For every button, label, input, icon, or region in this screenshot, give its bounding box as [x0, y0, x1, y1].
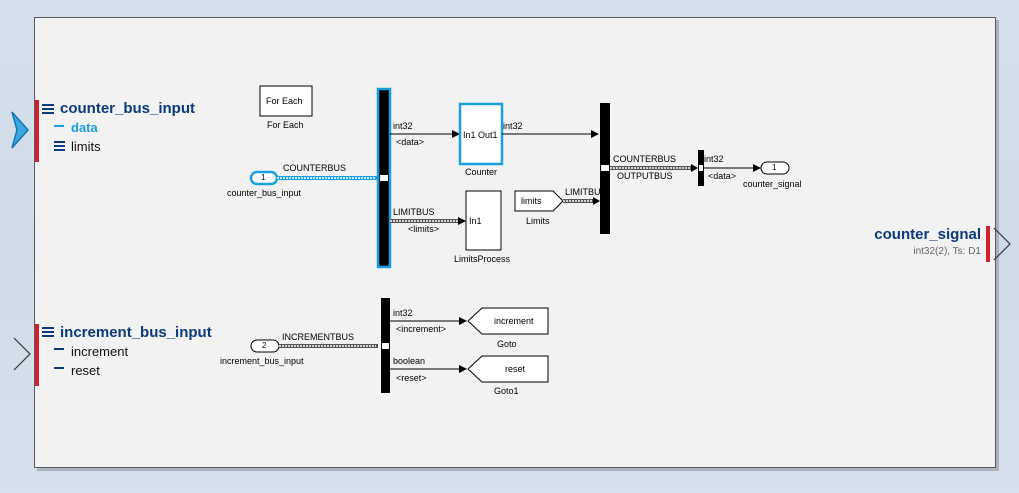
inport-1-element-data[interactable]: data	[71, 120, 98, 135]
bus-icon	[54, 141, 65, 151]
outport-info: int32(2), Ts: D1	[913, 246, 981, 257]
signal-label-boolean: boolean	[393, 356, 426, 366]
inport-2-caption: increment_bus_input	[220, 356, 304, 366]
outport-bar	[986, 226, 990, 262]
inport-2-name[interactable]: increment_bus_input	[60, 324, 212, 341]
limits-process-in-label: In1	[469, 216, 482, 226]
signal-label-limits: <limits>	[408, 224, 440, 234]
inport-1-number: 1	[261, 173, 266, 182]
for-each-text: For Each	[266, 96, 303, 106]
limits-process-block[interactable]	[465, 190, 502, 251]
signal-label-counterbus-2: COUNTERBUS	[613, 154, 677, 164]
inport-2-element-reset[interactable]: reset	[71, 363, 100, 378]
outport-name[interactable]: counter_signal	[874, 226, 981, 243]
counter-caption: Counter	[465, 167, 498, 177]
signal-label-limitbus: LIMITBUS	[393, 207, 435, 217]
signal-label-incrementbus: INCREMENTBUS	[282, 332, 355, 342]
outport-1-block[interactable]	[760, 161, 790, 175]
inport-2-arrow-icon[interactable]	[13, 337, 31, 371]
inport-1-caption: counter_bus_input	[227, 188, 302, 198]
signal-label-data-b: <data>	[708, 171, 737, 181]
limits-from-block[interactable]	[514, 190, 564, 212]
signal-dash-icon	[54, 125, 64, 127]
bus-icon	[42, 104, 54, 114]
bus-icon	[42, 327, 54, 337]
counter-out-label: Out1	[478, 130, 498, 140]
limits-from-text: limits	[521, 196, 542, 206]
goto1-text: reset	[505, 364, 526, 374]
limits-from-caption: Limits	[526, 216, 550, 226]
for-each-block[interactable]	[259, 85, 313, 117]
signal-label-limitbus-2: LIMITBUS	[565, 187, 607, 197]
signal-label-int32-d: int32	[393, 308, 413, 318]
signal-label-data-a: <data>	[396, 137, 425, 147]
limits-process-caption: LimitsProcess	[454, 254, 511, 264]
signal-label-int32-b: int32	[503, 121, 523, 131]
inport-2-element-increment[interactable]: increment	[71, 344, 129, 359]
signal-dash-icon	[54, 348, 64, 350]
signal-dash-icon	[54, 367, 64, 369]
goto-text: increment	[494, 316, 534, 326]
outport-1-caption: counter_signal	[743, 179, 802, 189]
counter-in-label: In1	[463, 130, 476, 140]
inport-1-arrow-icon[interactable]	[11, 111, 30, 149]
inport-2-bar	[35, 324, 39, 386]
inport-1-name[interactable]: counter_bus_input	[60, 100, 196, 117]
signal-label-increment: <increment>	[396, 324, 447, 334]
outport-1-number: 1	[772, 163, 777, 172]
inport-2-number: 2	[262, 341, 267, 350]
goto1-block[interactable]	[467, 355, 549, 383]
goto1-caption: Goto1	[494, 386, 519, 396]
inport-1-element-limits[interactable]: limits	[71, 139, 101, 154]
goto-block[interactable]	[467, 307, 549, 335]
outport-arrow-icon[interactable]	[993, 227, 1011, 261]
signal-label-int32-c: int32	[704, 154, 724, 164]
signal-label-counterbus: COUNTERBUS	[283, 163, 347, 173]
goto-caption: Goto	[497, 339, 517, 349]
subsystem-canvas[interactable]	[34, 17, 996, 468]
signal-label-outputbus: OUTPUTBUS	[617, 171, 673, 181]
signal-label-reset: <reset>	[396, 373, 427, 383]
counter-block[interactable]	[458, 102, 504, 166]
inport-1-bar	[35, 100, 39, 162]
for-each-caption: For Each	[267, 120, 304, 130]
signal-label-int32-a: int32	[393, 121, 413, 131]
